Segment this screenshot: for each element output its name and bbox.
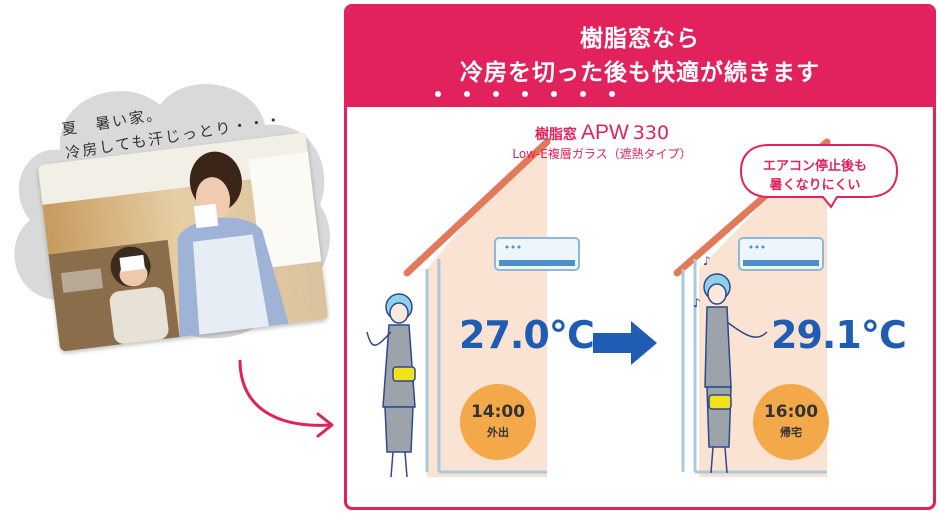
product-model: 330 xyxy=(632,122,670,144)
speech-bubble xyxy=(739,144,899,209)
product-brand: APW xyxy=(580,121,629,144)
clock-badge-before: 14:00 外出 xyxy=(460,384,536,460)
air-conditioner-right xyxy=(738,237,824,271)
right-arrow-icon xyxy=(593,321,657,365)
svg-text:♪: ♪ xyxy=(693,296,701,310)
header-title-line-1: 樹脂窓なら xyxy=(580,26,700,52)
status-after: 帰宅 xyxy=(780,426,802,439)
time-after: 16:00 xyxy=(763,402,819,422)
product-category: 樹脂窓 xyxy=(534,127,577,143)
status-before: 外出 xyxy=(487,426,509,439)
air-conditioner-left xyxy=(494,237,580,271)
curved-arrow xyxy=(238,359,334,438)
time-before: 14:00 xyxy=(470,402,526,422)
product-glass-type: Low-E複層ガラス（遮熱タイプ） xyxy=(512,147,692,161)
woman-right-figure: ♪ ♪ xyxy=(693,254,768,474)
header-title-line-2: 冷房を切った後も快適が続きます xyxy=(460,60,820,86)
woman-left-figure xyxy=(366,293,416,478)
svg-text:♪: ♪ xyxy=(703,254,711,268)
speech-bubble-text: エアコン停止後も 暑くなりにくい xyxy=(739,157,891,195)
bubble-line-1: エアコン停止後も xyxy=(762,159,867,174)
temperature-after: 29.1℃ xyxy=(771,313,907,357)
family-photo xyxy=(37,132,329,352)
house-illustrations: ♪ ♪ xyxy=(366,138,831,478)
comparison-panel: 樹脂窓なら 冷房を切った後も快適が続きます xyxy=(344,4,936,510)
panel-header: 樹脂窓なら 冷房を切った後も快適が続きます xyxy=(347,7,933,107)
photo-illustration xyxy=(37,132,329,352)
bubble-line-2: 暑くなりにくい xyxy=(769,178,861,193)
clock-badge-after: 16:00 帰宅 xyxy=(753,384,829,460)
temperature-before: 27.0℃ xyxy=(459,313,595,357)
